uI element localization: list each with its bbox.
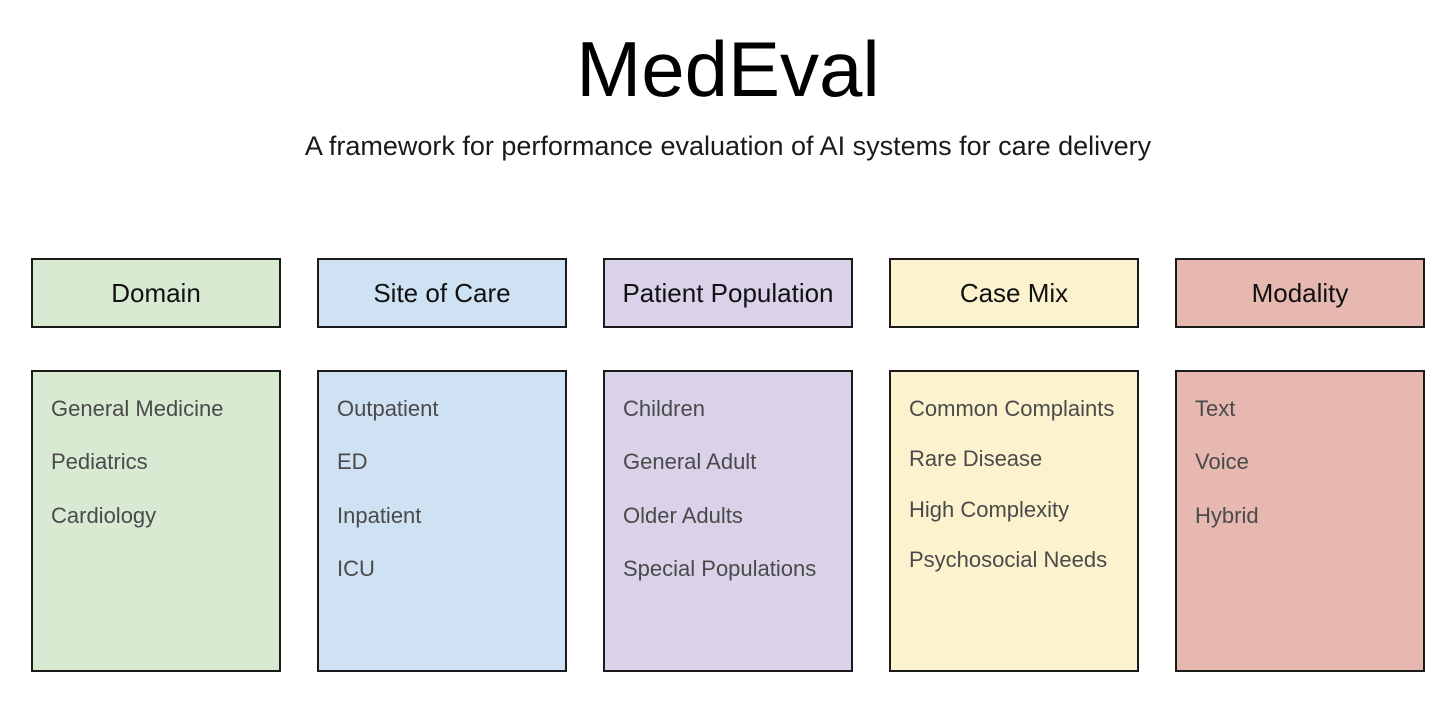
list-item[interactable]: Common Complaints: [909, 396, 1115, 421]
list-item[interactable]: General Medicine: [51, 396, 224, 421]
column-header-label: Site of Care: [373, 277, 511, 308]
column-header-label: Modality: [1251, 277, 1349, 308]
list-item[interactable]: ED: [337, 449, 368, 475]
title-block: MedEval A framework for performance eval…: [0, 30, 1456, 162]
column-case-mix: Case Mix Common Complaints Rare Disease …: [889, 258, 1139, 672]
page-subtitle: A framework for performance evaluation o…: [304, 131, 1152, 161]
list-item[interactable]: ICU: [337, 556, 375, 582]
column-body-case-mix: Common Complaints Rare Disease High Comp…: [889, 370, 1139, 672]
column-header-modality[interactable]: Modality: [1175, 258, 1425, 328]
column-body-modality: Text Voice Hybrid: [1175, 370, 1425, 672]
list-item[interactable]: Inpatient: [337, 502, 422, 528]
column-header-site-of-care[interactable]: Site of Care: [317, 258, 567, 328]
list-item[interactable]: Hybrid: [1195, 502, 1259, 528]
list-item[interactable]: Psychosocial Needs: [909, 547, 1108, 573]
list-item[interactable]: Voice: [1195, 449, 1249, 475]
list-item[interactable]: Children: [623, 396, 705, 421]
column-body-site-of-care: Outpatient ED Inpatient ICU: [317, 370, 567, 672]
column-header-label: Domain: [111, 277, 201, 308]
page-title: MedEval: [576, 25, 880, 113]
column-header-case-mix[interactable]: Case Mix: [889, 258, 1139, 328]
column-header-patient-population[interactable]: Patient Population: [603, 258, 853, 328]
list-item[interactable]: Cardiology: [51, 502, 157, 528]
list-item[interactable]: Rare Disease: [909, 446, 1043, 472]
list-item[interactable]: Text: [1195, 396, 1236, 421]
list-item[interactable]: Older Adults: [623, 502, 743, 528]
column-patient-population: Patient Population Children General Adul…: [603, 258, 853, 672]
list-item[interactable]: Pediatrics: [51, 449, 148, 475]
list-item[interactable]: General Adult: [623, 449, 757, 475]
list-item[interactable]: Special Populations: [623, 556, 817, 582]
list-item[interactable]: High Complexity: [909, 496, 1070, 522]
column-modality: Modality Text Voice Hybrid: [1175, 258, 1425, 672]
column-header-label: Case Mix: [959, 277, 1069, 308]
framework-columns: Domain General Medicine Pediatrics Cardi…: [31, 258, 1425, 672]
column-body-patient-population: Children General Adult Older Adults Spec…: [603, 370, 853, 672]
list-item[interactable]: Outpatient: [337, 396, 439, 421]
column-header-label: Patient Population: [622, 277, 834, 308]
column-header-domain[interactable]: Domain: [31, 258, 281, 328]
column-domain: Domain General Medicine Pediatrics Cardi…: [31, 258, 281, 672]
column-body-domain: General Medicine Pediatrics Cardiology: [31, 370, 281, 672]
column-site-of-care: Site of Care Outpatient ED Inpatient ICU: [317, 258, 567, 672]
